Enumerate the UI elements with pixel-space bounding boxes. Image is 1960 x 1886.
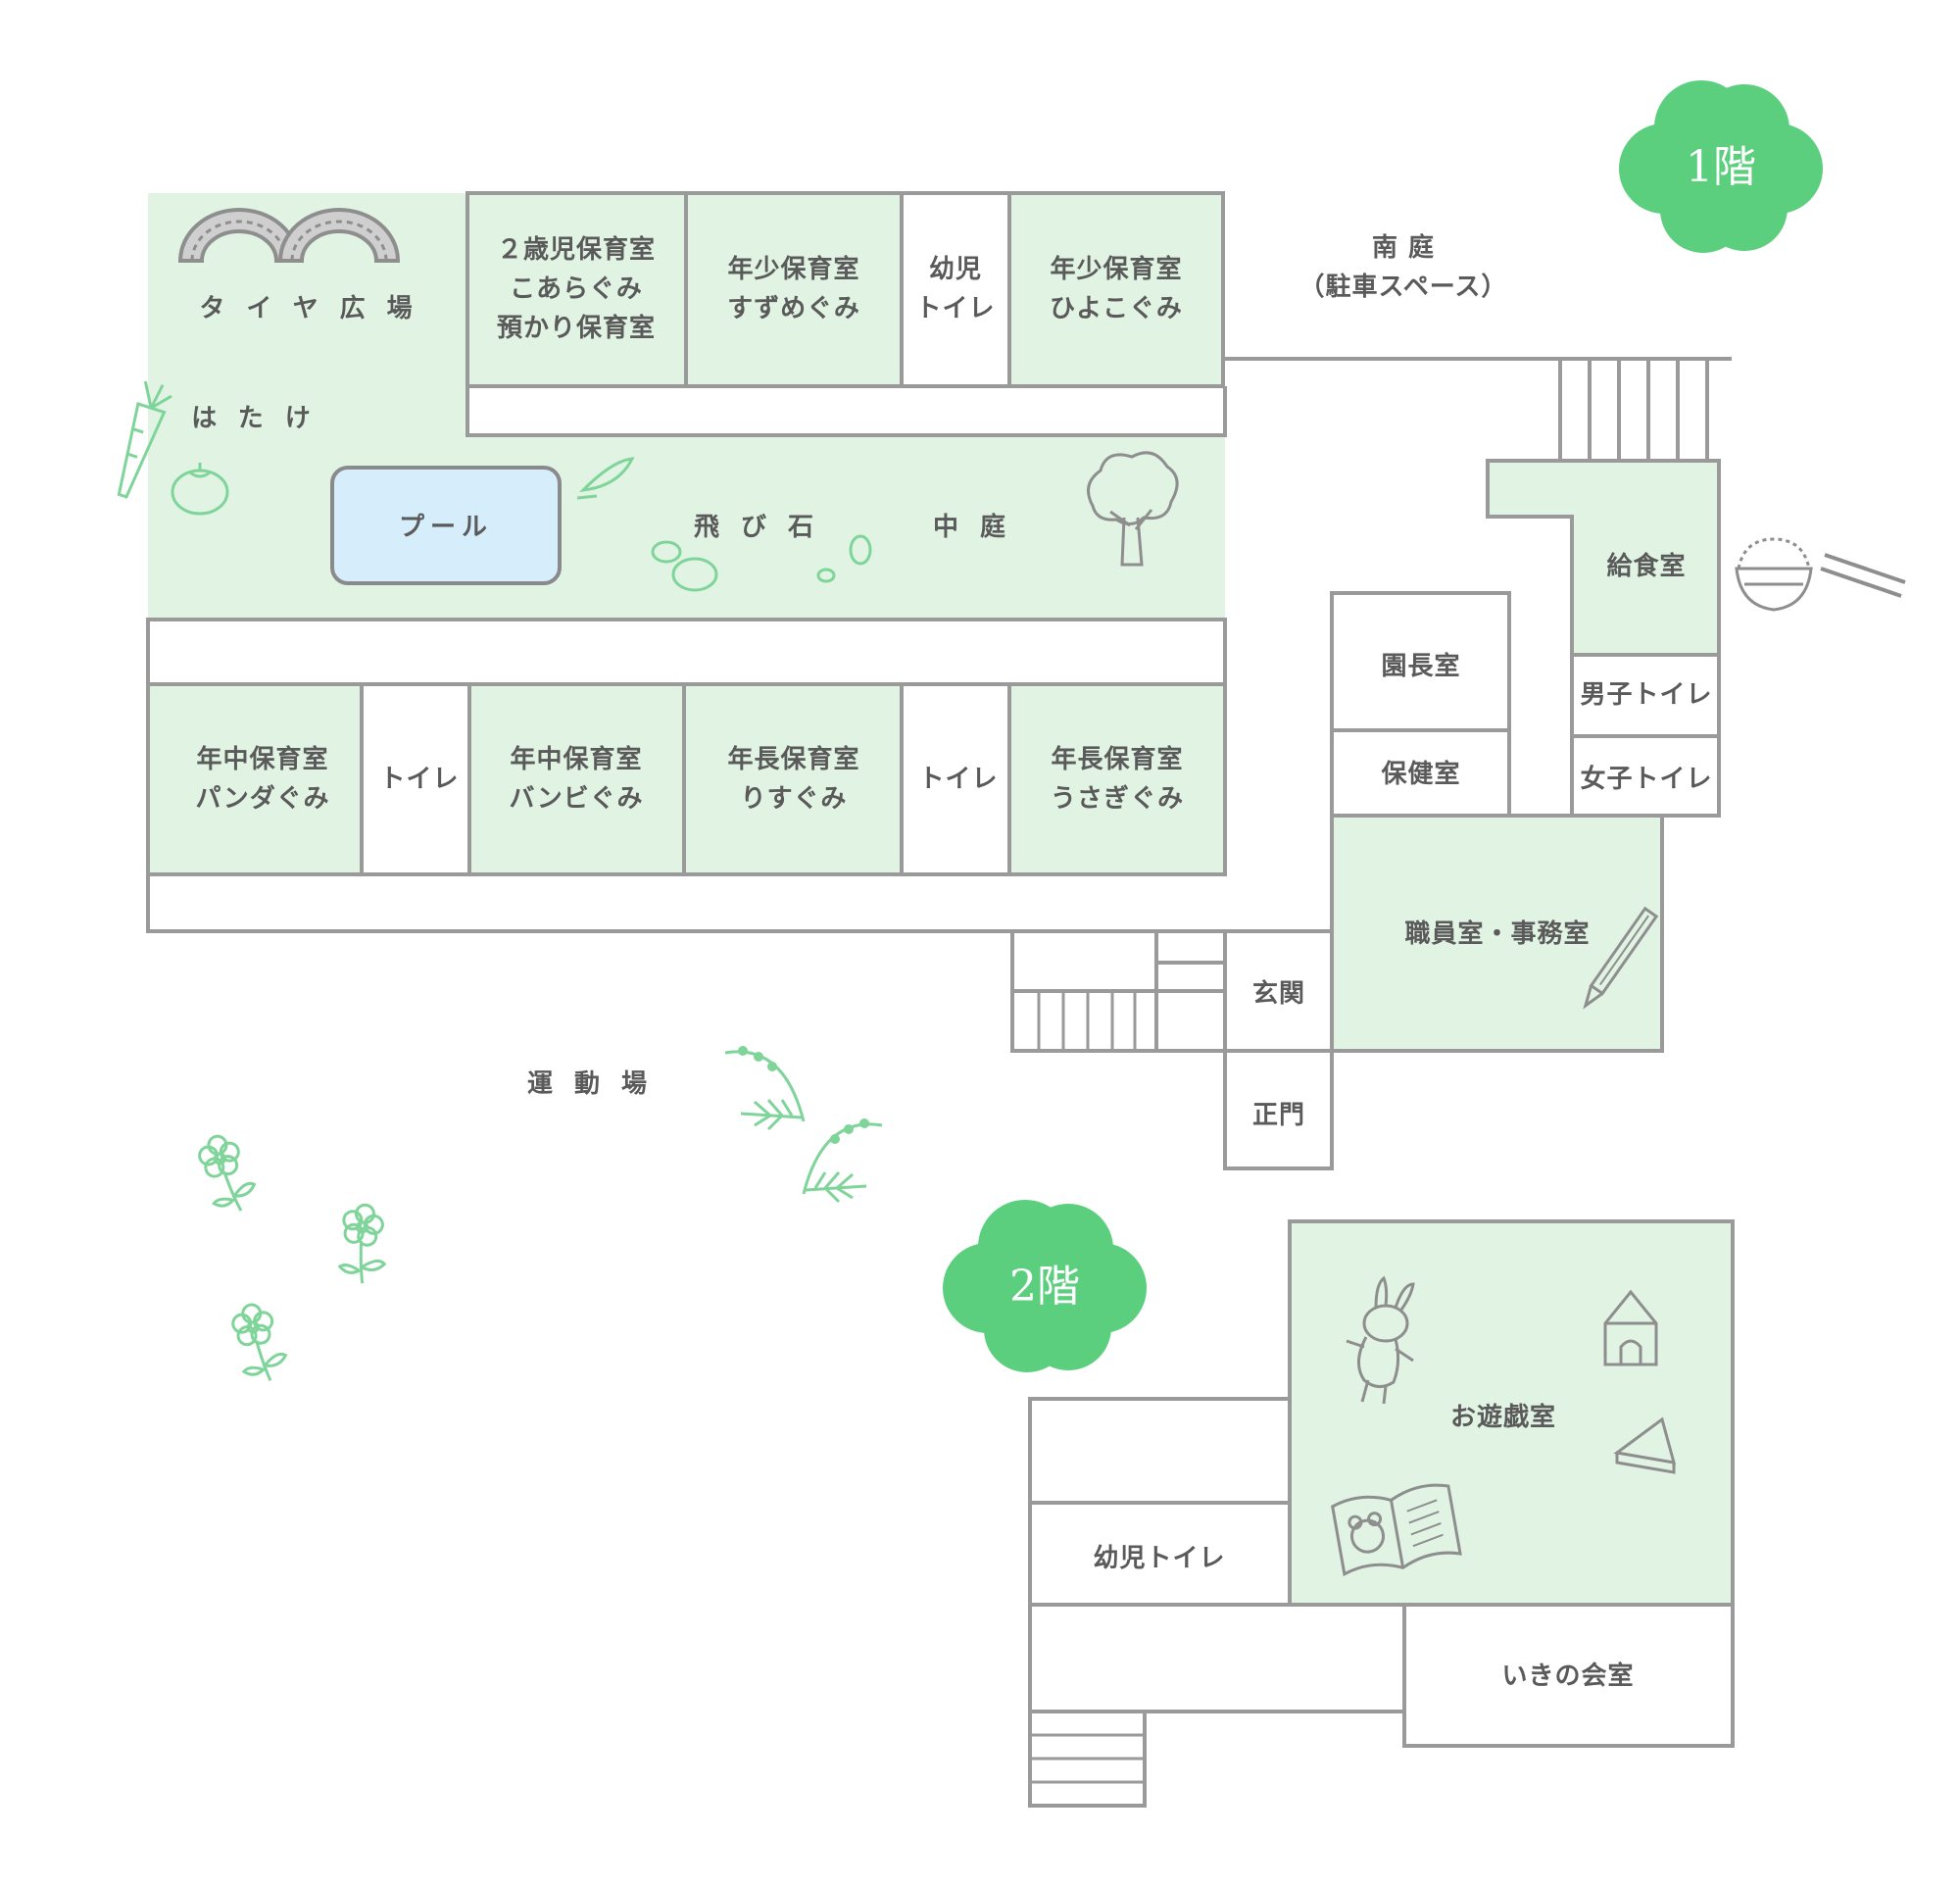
room-entrance-label: 玄関 xyxy=(1251,979,1306,1009)
room-ikino-hall[interactable] xyxy=(1402,1603,1735,1748)
south-stairs xyxy=(1225,357,1732,461)
room-nencho-risu[interactable] xyxy=(682,682,904,876)
room-two-year-label: ２歳児保育室 こあらぐみ 預かり保育室 xyxy=(496,235,657,343)
grass-icon xyxy=(723,1044,806,1131)
courtyard-label: 中庭 xyxy=(932,513,1028,542)
room-toilet-kids-1f[interactable] xyxy=(900,191,1011,388)
room-womens-toilet[interactable] xyxy=(1570,734,1721,818)
field-label: はたけ xyxy=(191,404,332,433)
room-nenchu-bambi[interactable] xyxy=(467,682,686,876)
rabbit-icon xyxy=(1346,1275,1415,1405)
flower-icon xyxy=(195,1129,261,1218)
room-nencho-risu-label: 年長保育室 りすぐみ xyxy=(727,745,860,814)
carrot-icon xyxy=(117,380,172,499)
chopsticks-icon xyxy=(1820,553,1906,598)
tire-plaza-label: タイヤ広場 xyxy=(199,294,434,323)
leaf-icon xyxy=(576,457,635,500)
room-2f-hall xyxy=(1028,1603,1406,1713)
flower-icon xyxy=(329,1199,398,1289)
bottom-corridor xyxy=(146,874,1225,933)
room-nenchu-panda[interactable] xyxy=(146,682,364,876)
upper-stairs xyxy=(1028,1710,1147,1808)
room-toilet-kids-2f-label: 幼児トイレ xyxy=(1093,1544,1226,1573)
south-garden-label: 南 庭 （駐車スペース） xyxy=(1298,233,1508,302)
room-nencho-usagi-label: 年長保育室 うさぎぐみ xyxy=(1050,745,1185,814)
room-health[interactable] xyxy=(1330,728,1511,818)
stepping-stone-icon xyxy=(651,534,872,592)
floor-1-badge[interactable]: 1階 xyxy=(1686,142,1756,192)
rice-bowl-icon xyxy=(1735,537,1813,612)
room-staff-office-label: 職員室・事務室 xyxy=(1404,919,1591,949)
room-nencho-usagi[interactable] xyxy=(1007,682,1227,876)
room-toilet-a-label: トイレ xyxy=(379,765,460,794)
cloud-badge-icon xyxy=(1619,80,1823,253)
room-kitchen-label: 給食室 xyxy=(1606,552,1687,581)
room-health-label: 保健室 xyxy=(1381,760,1461,789)
room-toilet-b-label: トイレ xyxy=(918,765,999,794)
room-ikino-hall-label: いきの会室 xyxy=(1501,1662,1635,1691)
cake-icon xyxy=(1613,1416,1677,1474)
room-nenchu-bambi-label: 年中保育室 バンビぐみ xyxy=(509,745,644,814)
room-nensho-hiyoko-label: 年少保育室 ひよこぐみ xyxy=(1050,255,1183,323)
room-main-gate-label: 正門 xyxy=(1251,1101,1306,1130)
room-main-gate[interactable] xyxy=(1223,1049,1334,1170)
room-toilet-b[interactable] xyxy=(900,682,1011,876)
room-nenchu-panda-label: 年中保育室 パンダぐみ xyxy=(195,745,330,814)
room-2f-upper-space xyxy=(1028,1397,1292,1505)
tomato-icon xyxy=(171,463,229,516)
pencil-icon xyxy=(1583,906,1659,1010)
flower-icon xyxy=(229,1300,290,1386)
floor-2-badge[interactable]: 2階 xyxy=(1009,1262,1080,1312)
room-nensho-suzume-label: 年少保育室 すずめぐみ xyxy=(727,255,860,323)
second-floor xyxy=(1028,1219,1735,1808)
first-floor xyxy=(146,191,1732,1170)
middle-corridor xyxy=(146,618,1227,686)
room-playroom-label: お遊戯室 xyxy=(1449,1403,1557,1432)
tree-icon xyxy=(1087,451,1179,567)
book-icon xyxy=(1331,1483,1462,1577)
pool-label: プール xyxy=(398,513,494,542)
room-staff-office[interactable] xyxy=(1330,814,1664,1053)
room-womens-toilet-label: 女子トイレ xyxy=(1580,765,1713,794)
house-toy-icon xyxy=(1603,1289,1658,1366)
pool[interactable] xyxy=(330,466,562,585)
grass-icon xyxy=(802,1117,884,1204)
room-playroom[interactable] xyxy=(1288,1219,1735,1607)
room-mens-toilet-label: 男子トイレ xyxy=(1580,680,1713,710)
room-nensho-suzume[interactable] xyxy=(684,191,904,388)
cloud-badge-icon xyxy=(943,1200,1147,1372)
room-principal-label: 園長室 xyxy=(1381,652,1461,681)
room-toilet-kids-1f-label: 幼児 トイレ xyxy=(915,255,996,323)
room-nensho-hiyoko[interactable] xyxy=(1007,191,1225,388)
playground-label: 運動場 xyxy=(526,1069,669,1099)
room-toilet-kids-2f[interactable] xyxy=(1028,1501,1292,1607)
top-corridor-wall xyxy=(466,386,1227,437)
stepping-stones-label: 飛び石 xyxy=(693,513,836,542)
